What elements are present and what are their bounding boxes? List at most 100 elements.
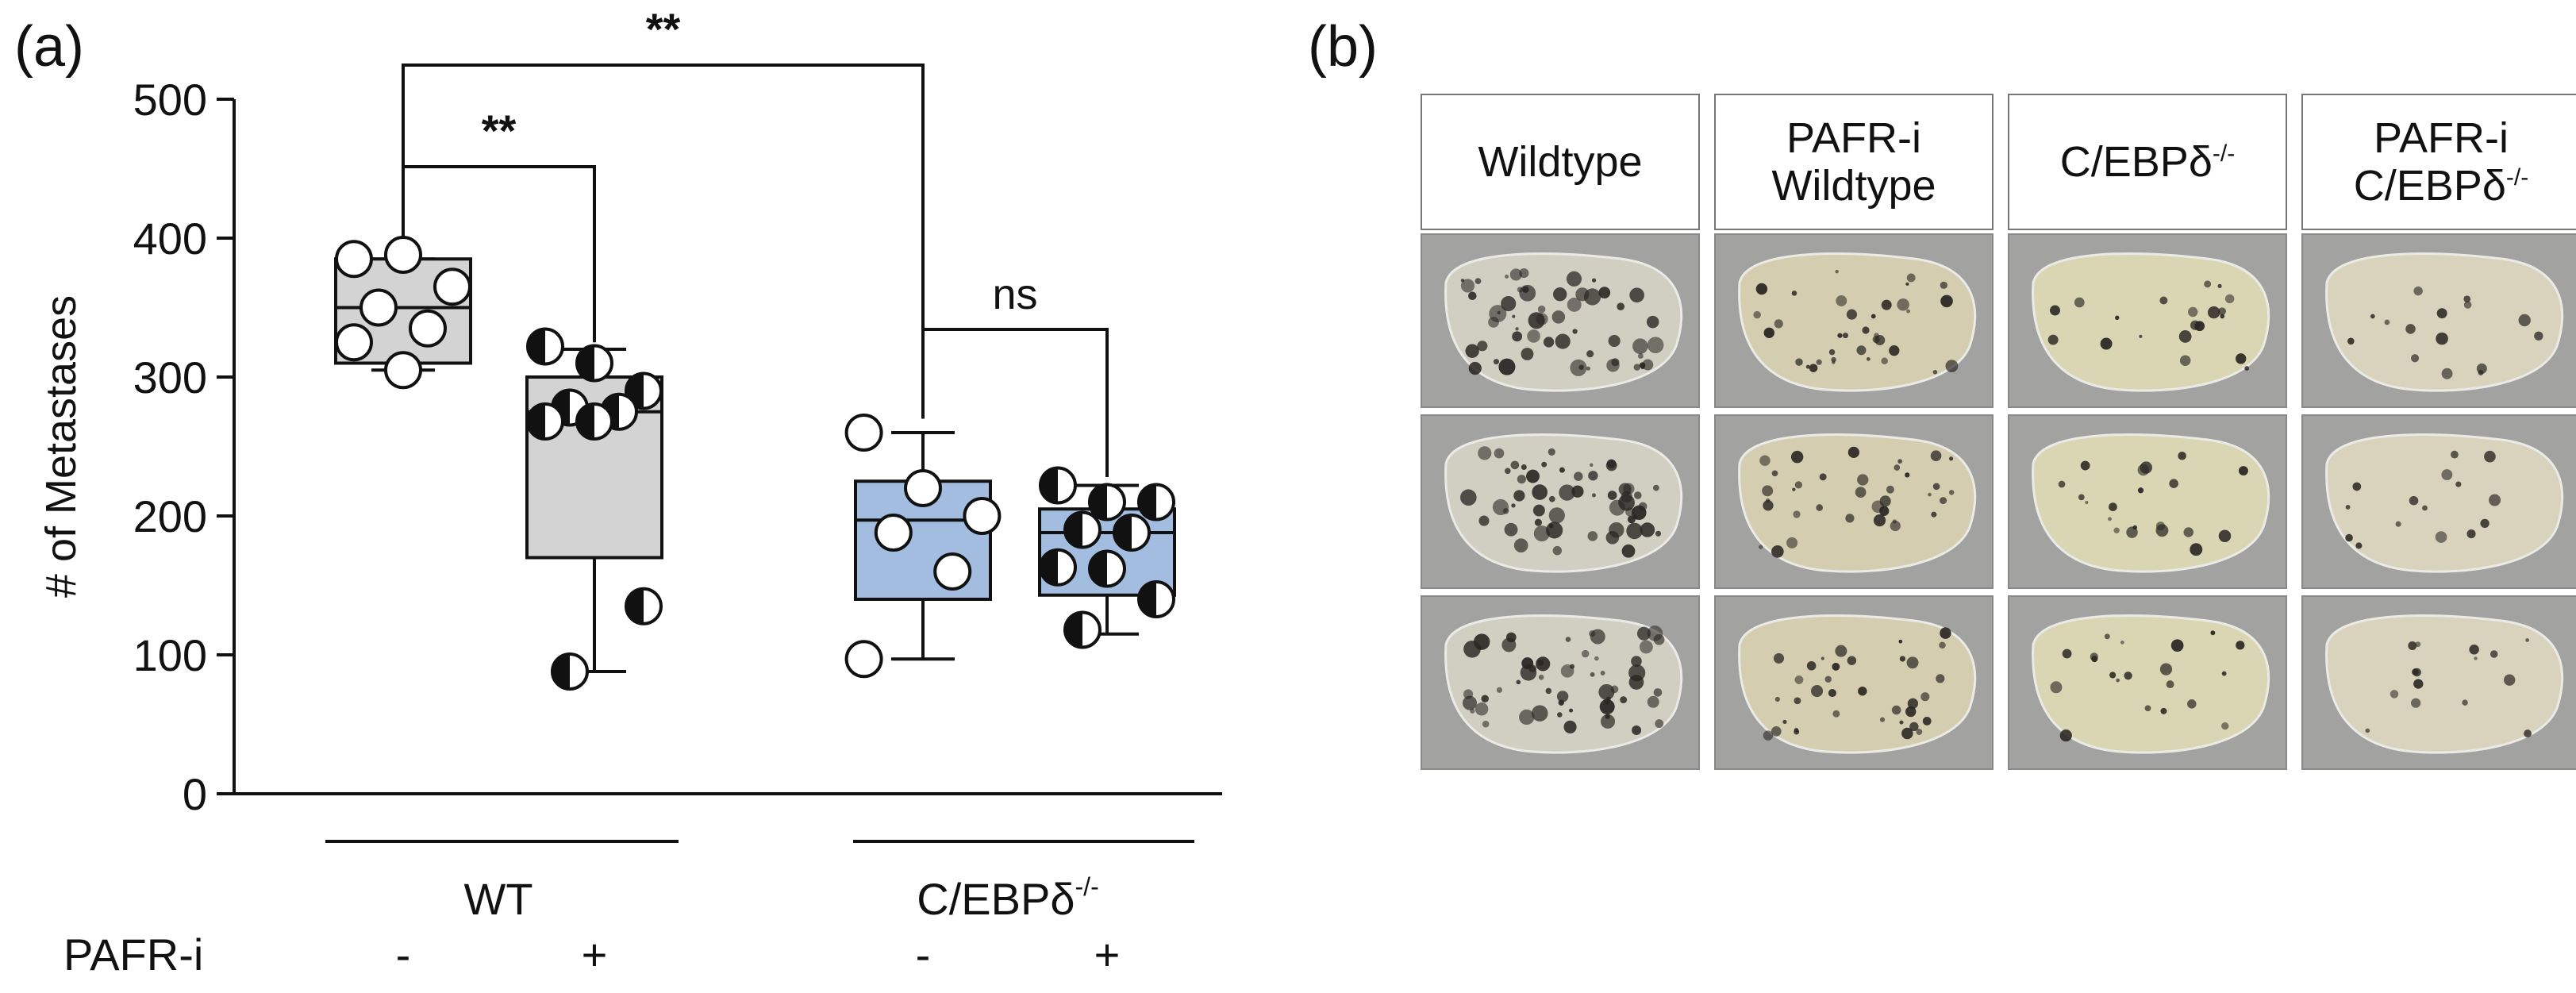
metastasis-spot: [1527, 329, 1540, 343]
metastasis-spot: [1553, 287, 1567, 302]
metastasis-spot: [2411, 354, 2420, 363]
data-point: [933, 552, 972, 591]
metastasis-spot: [1653, 688, 1663, 697]
point-marker: [844, 640, 883, 679]
metastasis-spot: [1468, 291, 1477, 300]
metastasis-spot: [1531, 705, 1548, 722]
lung-photo-image: [1716, 416, 1992, 587]
metastasis-spot: [1759, 545, 1763, 549]
y-axis-label: # of Metastases: [37, 295, 85, 598]
metastasis-spot: [2221, 671, 2227, 676]
metastasis-spot: [2109, 672, 2117, 679]
data-point: [433, 267, 471, 306]
metastasis-spot: [1548, 507, 1565, 524]
metastasis-spot: [1575, 287, 1590, 302]
lung-tissue: [1444, 433, 1683, 573]
data-point: [575, 402, 613, 441]
metastasis-spot: [1771, 726, 1782, 737]
group-label-cebp-main: C/EBPδ: [917, 874, 1075, 924]
point-half-fill: [528, 329, 545, 364]
metastasis-spot: [1586, 350, 1594, 358]
metastasis-spot: [1494, 448, 1505, 459]
metastasis-spot: [1621, 544, 1636, 558]
metastasis-spot: [2085, 500, 2089, 505]
y-tick-label: 0: [183, 769, 207, 819]
lung-photo: [1421, 414, 1700, 589]
metastasis-spot: [1512, 331, 1523, 342]
metastasis-spot: [1847, 446, 1859, 458]
metastasis-spot: [2059, 729, 2072, 742]
metastasis-spot: [1901, 727, 1913, 740]
header-superscript: -/-: [2505, 164, 2529, 191]
metastasis-spot: [1932, 483, 1940, 491]
metastasis-spot: [1617, 302, 1625, 311]
metastasis-spot: [1463, 640, 1481, 658]
metastasis-spot: [2236, 641, 2245, 650]
data-point: [904, 469, 942, 507]
lung-photo-image: [2303, 235, 2576, 406]
metastasis-spot: [1795, 358, 1803, 366]
point-marker: [409, 309, 447, 348]
metastasis-spot: [1572, 329, 1578, 334]
metastasis-spot: [1821, 656, 1824, 660]
metastasis-spot: [1633, 364, 1641, 371]
metastasis-spot: [1516, 679, 1521, 685]
metastasis-spot: [2178, 330, 2192, 343]
metastasis-spot: [1493, 359, 1500, 365]
metastasis-spot: [1897, 459, 1902, 464]
data-point: [1063, 510, 1102, 549]
metastasis-spot: [1557, 712, 1563, 718]
metastasis-spot: [2474, 656, 2478, 660]
metastasis-spot: [1763, 730, 1774, 741]
lung-photo-image: [1422, 597, 1698, 768]
metastasis-spot: [1570, 359, 1587, 376]
lung-photo: [1714, 595, 1994, 770]
metastasis-spot: [2188, 306, 2198, 318]
lung-photo-image: [2303, 416, 2576, 587]
metastasis-spot: [2178, 451, 2186, 460]
significance-label: **: [482, 106, 517, 156]
metastasis-spot: [1856, 345, 1867, 356]
data-point: [335, 323, 373, 362]
metastasis-spot: [1496, 687, 1503, 693]
lung-photo: [2008, 414, 2287, 589]
significance-bracket: **: [402, 4, 925, 419]
metastasis-spot: [1642, 359, 1654, 371]
lung-photo: [1421, 595, 1700, 770]
panel-a-label: (a): [14, 15, 84, 79]
header-line: PAFR-i: [1786, 114, 1921, 162]
metastasis-spot: [1794, 697, 1801, 705]
metastasis-spot: [1633, 491, 1642, 499]
metastasis-spot: [1832, 360, 1836, 364]
lung-photo-image: [1422, 235, 1698, 406]
metastasis-spot: [1828, 348, 1836, 356]
metastasis-spot: [2365, 728, 2370, 733]
metastasis-spot: [2047, 334, 2059, 345]
metastasis-spot: [1948, 456, 1954, 461]
metastasis-spot: [2390, 690, 2399, 699]
header-line: PAFR-i: [2374, 114, 2509, 162]
header-line: Wildtype: [1478, 138, 1642, 186]
metastasis-spot: [1879, 495, 1891, 507]
metastasis-spot: [1498, 358, 1516, 375]
metastasis-spot: [1558, 699, 1564, 706]
metastasis-spot: [1509, 268, 1522, 281]
metastasis-spot: [1586, 366, 1591, 371]
metastasis-spot: [2220, 314, 2225, 319]
metastasis-spot: [2109, 502, 2117, 511]
header-line: C/EBPδ-/-: [2354, 162, 2528, 210]
group-label-cebp-sup: -/-: [1075, 872, 1099, 901]
metastasis-spot: [1886, 485, 1894, 494]
metastasis-spot: [1771, 470, 1778, 477]
metastasis-spot: [1816, 504, 1823, 511]
metastasis-spot: [1889, 344, 1900, 356]
metastasis-spot: [1581, 649, 1590, 658]
metastasis-spot: [1629, 287, 1644, 303]
metastasis-spot: [2140, 461, 2152, 474]
metastasis-spot: [1771, 545, 1784, 558]
point-half-fill: [1090, 551, 1107, 587]
metastasis-spot: [2395, 521, 2401, 527]
metastasis-spot: [2518, 314, 2531, 327]
metastasis-spot: [2238, 466, 2248, 476]
pafr-row-label: PAFR-i: [63, 929, 203, 980]
